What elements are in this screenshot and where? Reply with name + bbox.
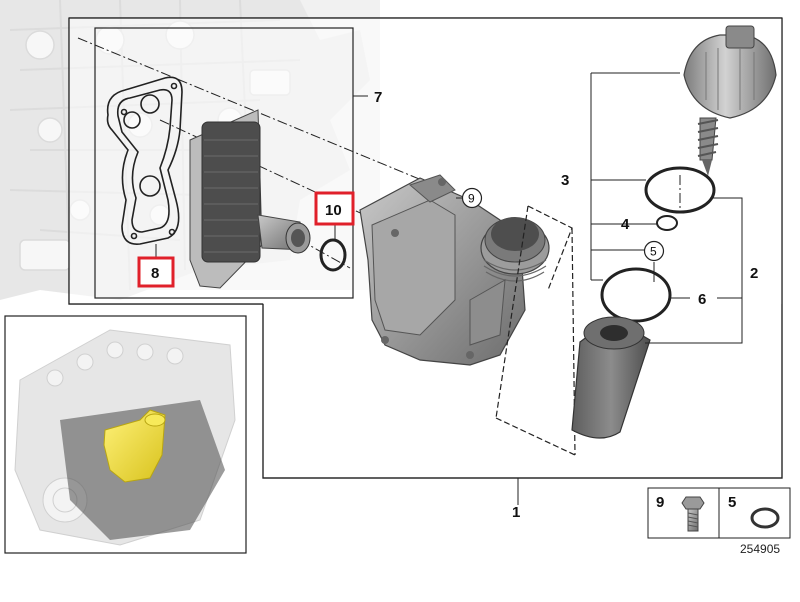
legend-bolt-number: 9 (656, 494, 664, 511)
hardware-legend: 9 5 (647, 487, 791, 539)
engine-location-inset (4, 315, 247, 554)
oil-filter-housing (359, 174, 550, 366)
callout-3: 3 (561, 172, 569, 189)
callout-6: 6 (698, 291, 706, 308)
oil-cooler (189, 109, 311, 289)
callout-8: 8 (151, 265, 159, 282)
callout-9-circle: 9 (461, 187, 483, 209)
legend-ring-number: 5 (728, 494, 736, 511)
oil-cooler-subassembly-frame (94, 27, 354, 299)
bolt-icon (681, 496, 705, 532)
callout-4: 4 (621, 216, 630, 233)
callout-10: 10 (325, 202, 342, 219)
o-ring-ref-6 (600, 267, 672, 323)
callout-10-highlight: 10 (314, 191, 355, 226)
sealing-ring-icon (750, 507, 780, 529)
oil-cooler-gasket (106, 76, 183, 245)
callout-8-highlight: 8 (137, 256, 175, 288)
o-ring-ref-4 (656, 215, 678, 231)
diagram-reference-number: 254905 (740, 542, 780, 556)
callout-5: 5 (650, 245, 657, 259)
o-ring-ref-10 (319, 238, 347, 272)
leader-lines (155, 72, 743, 505)
highlighted-part-location (103, 409, 166, 483)
callout-9: 9 (468, 192, 475, 206)
callout-2: 2 (750, 265, 758, 282)
o-ring-ref-3 (644, 166, 716, 214)
callout-1: 1 (512, 504, 520, 521)
oil-filter-element (571, 316, 651, 439)
callout-5-circle: 5 (643, 240, 665, 262)
callout-7: 7 (374, 89, 382, 106)
oil-filter-cap (683, 25, 777, 176)
